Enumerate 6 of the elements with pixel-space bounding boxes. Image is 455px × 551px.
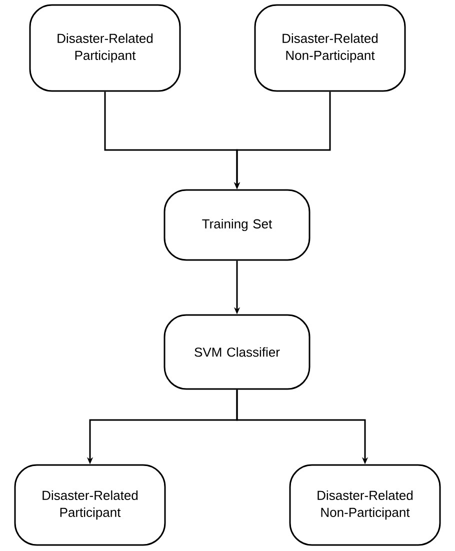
process-box: SVM Classifier [164, 314, 310, 390]
process-box: Disaster-Related Non-Participant [254, 4, 406, 92]
process-box: Disaster-Related Non-Participant [289, 464, 441, 546]
process-box: Training Set [164, 189, 310, 261]
process-box: Disaster-Related Participant [29, 4, 181, 92]
process-box: Disaster-Related Participant [14, 464, 166, 546]
